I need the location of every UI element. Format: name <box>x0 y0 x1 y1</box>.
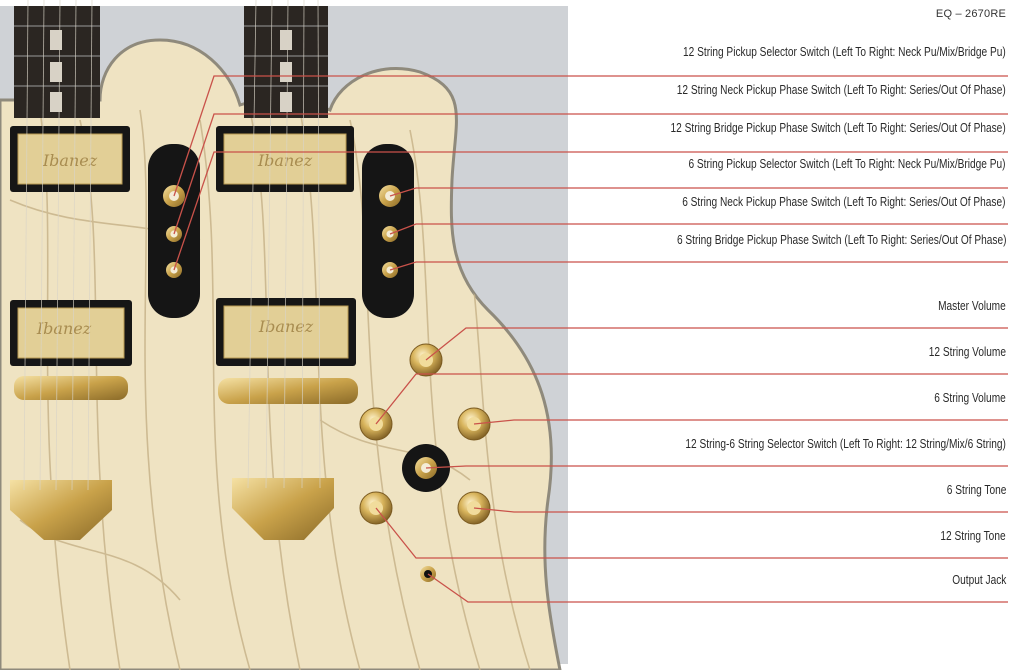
tailpiece-12-string <box>10 480 112 540</box>
callout-label-2: 12 String Neck Pickup Phase Switch (Left… <box>677 82 1006 97</box>
callout-label-11: 6 String Tone <box>946 482 1006 497</box>
callout-label-6: 6 String Bridge Pickup Phase Switch (Lef… <box>676 232 1006 247</box>
pickup-6-bridge: Ibanez <box>216 298 356 366</box>
svg-text:Ibanez: Ibanez <box>36 319 92 338</box>
callout-label-5: 6 String Neck Pickup Phase Switch (Left … <box>682 194 1006 209</box>
callout-label-1: 12 String Pickup Selector Switch (Left T… <box>683 44 1006 59</box>
svg-text:Ibanez: Ibanez <box>42 151 98 170</box>
callout-label-7: Master Volume <box>938 298 1006 313</box>
model-number: EQ – 2670RE <box>935 8 1006 20</box>
bridge-12-string <box>14 376 128 400</box>
callout-label-4: 6 String Pickup Selector Switch (Left To… <box>688 156 1006 171</box>
knob-12-volume <box>359 407 393 441</box>
svg-text:Ibanez: Ibanez <box>258 317 314 336</box>
pickup-12-neck: Ibanez <box>10 126 130 192</box>
callout-label-9: 6 String Volume <box>934 390 1006 405</box>
switch-6-bridge-phase <box>382 262 398 278</box>
knob-6-volume <box>457 407 491 441</box>
svg-text:Ibanez: Ibanez <box>257 151 313 170</box>
knob-master-volume <box>409 343 443 377</box>
switch-6-pickup-selector <box>379 185 401 207</box>
switch-12-6-selector <box>402 444 450 492</box>
switch-12-bridge-phase <box>166 262 182 278</box>
switch-12-neck-phase <box>166 226 182 242</box>
pickup-12-bridge: Ibanez <box>10 300 132 366</box>
callout-label-3: 12 String Bridge Pickup Phase Switch (Le… <box>670 120 1006 135</box>
fretboard-6-string <box>244 6 328 118</box>
switch-6-neck-phase <box>382 226 398 242</box>
pickup-6-neck: Ibanez <box>216 126 354 192</box>
callout-label-10: 12 String-6 String Selector Switch (Left… <box>685 436 1006 451</box>
switch-12-pickup-selector <box>163 185 185 207</box>
tailpiece-6-string <box>232 478 334 540</box>
guitar-illustration: Ibanez Ibanez Ibanez Ibanez <box>0 0 568 670</box>
fretboard-12-string <box>14 6 100 118</box>
callout-label-13: Output Jack <box>951 572 1006 587</box>
bridge-6-string <box>218 378 358 404</box>
knob-6-tone <box>457 491 491 525</box>
knob-12-tone <box>359 491 393 525</box>
callout-label-12: 12 String Tone <box>940 528 1006 543</box>
output-jack <box>420 566 436 582</box>
callout-label-8: 12 String Volume <box>928 344 1006 359</box>
